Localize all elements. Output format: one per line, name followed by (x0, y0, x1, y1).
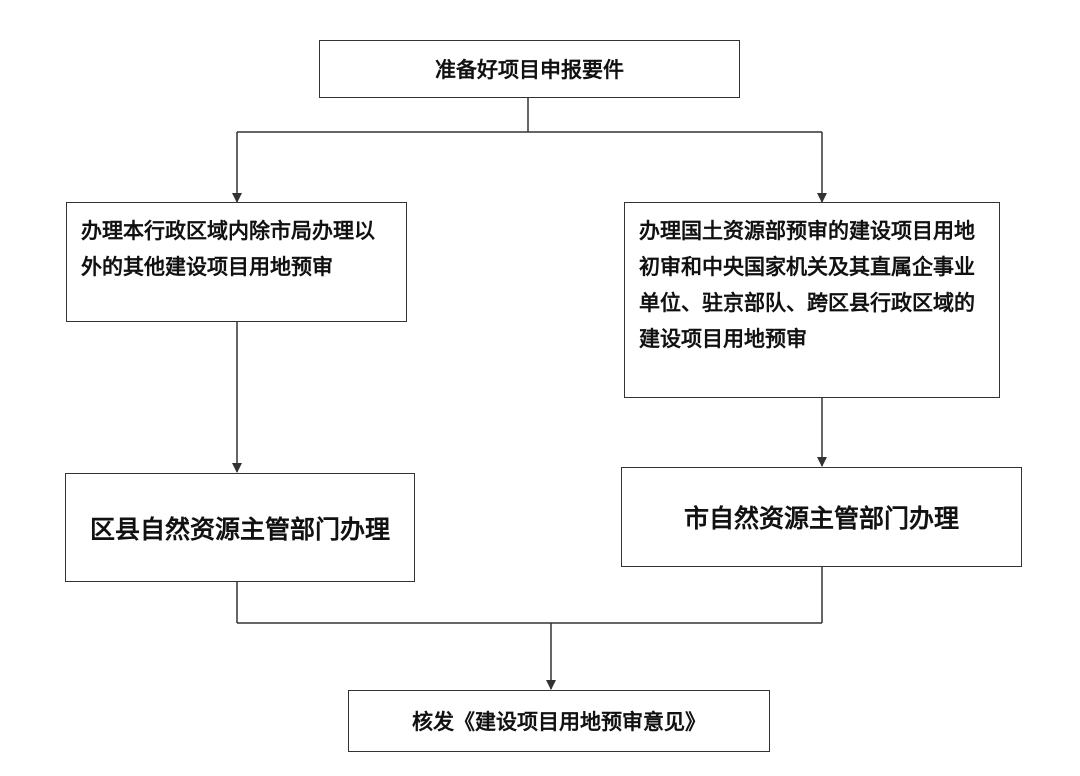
left-handler-label: 区县自然资源主管部门办理 (89, 514, 390, 544)
right-condition-label: 办理国土资源部预审的建设项目用地初审和中央国家机关及其直属企事业单位、驻京部队、… (639, 219, 975, 351)
left-handler-node: 区县自然资源主管部门办理 (65, 473, 415, 582)
end-node: 核发《建设项目用地预审意见》 (348, 690, 770, 752)
right-handler-node: 市自然资源主管部门办理 (621, 467, 1022, 567)
right-condition-node: 办理国土资源部预审的建设项目用地初审和中央国家机关及其直属企事业单位、驻京部队、… (624, 202, 1000, 398)
left-condition-node: 办理本行政区域内除市局办理以外的其他建设项目用地预审 (66, 202, 407, 322)
start-node-label: 准备好项目申报要件 (435, 58, 624, 82)
right-handler-label: 市自然资源主管部门办理 (683, 504, 959, 533)
start-node: 准备好项目申报要件 (319, 40, 740, 98)
end-node-label: 核发《建设项目用地预审意见》 (412, 710, 706, 734)
left-condition-label: 办理本行政区域内除市局办理以外的其他建设项目用地预审 (81, 219, 375, 279)
